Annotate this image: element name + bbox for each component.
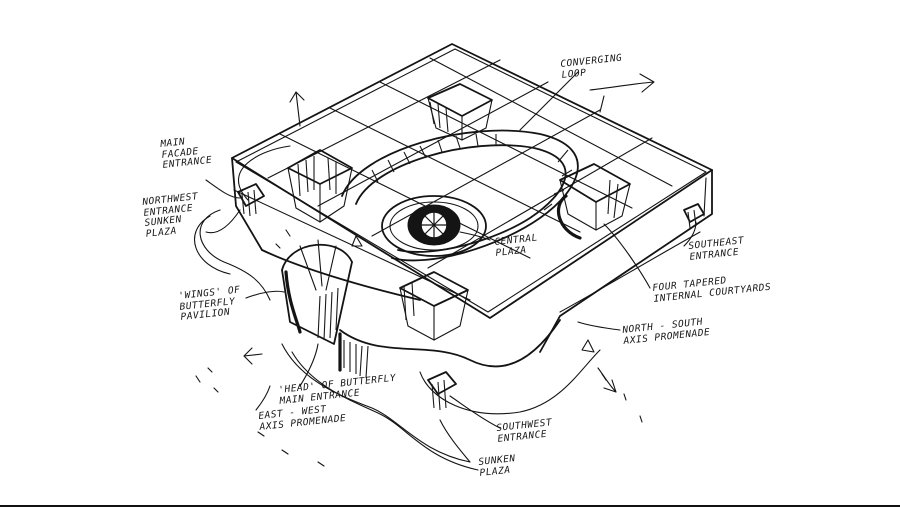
label-main-facade-entrance: MAIN FACADE ENTRANCE (159, 136, 213, 171)
bottom-rule (0, 505, 900, 507)
label-northwest-entrance-sunken-plaza: NORTHWEST ENTRANCE SUNKEN PLAZA (141, 191, 199, 240)
label-sunken-plaza: SUNKEN PLAZA (477, 453, 517, 479)
courtyard-west (287, 149, 353, 223)
leader-lines (205, 71, 697, 463)
northwest-entrance (237, 183, 265, 217)
sketch-ticks (195, 229, 643, 467)
label-wings-of-butterfly: 'WINGS' OF BUTTERFLY PAVILION (177, 284, 241, 323)
courtyard-south (399, 271, 469, 341)
central-plaza (381, 195, 487, 257)
converging-loop (341, 129, 582, 262)
butterfly-head-dome (281, 239, 353, 345)
courtyard-north (427, 83, 493, 141)
courtyard-east (559, 163, 631, 231)
southeast-entrance (683, 203, 705, 229)
butterfly-wings (261, 249, 561, 379)
southwest-entrance (427, 371, 457, 411)
axis-arrows (243, 73, 655, 393)
structural-grid (233, 57, 673, 301)
